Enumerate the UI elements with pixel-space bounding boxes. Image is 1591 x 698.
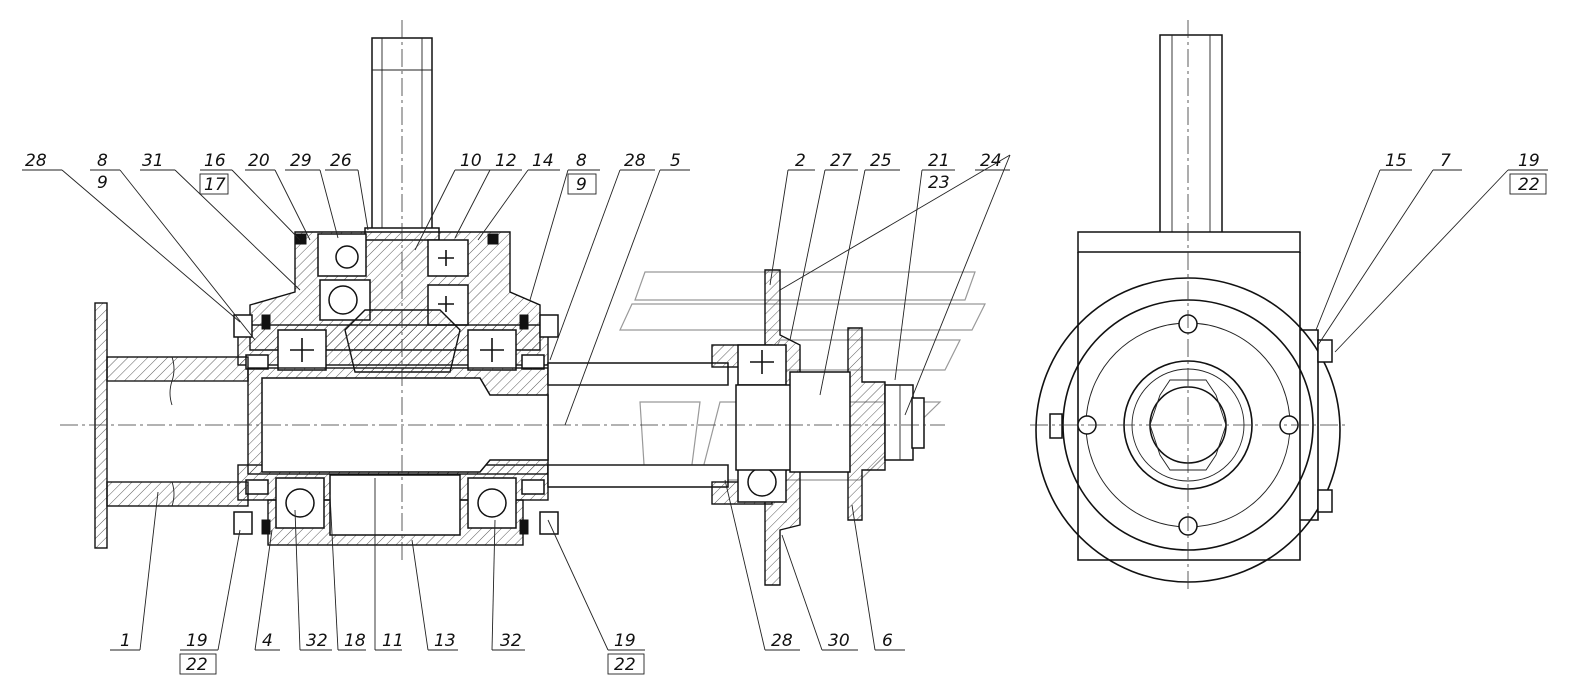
callout-17: 17 xyxy=(204,175,226,195)
end-view xyxy=(1030,20,1345,590)
callout-8-top-left: 8 xyxy=(97,151,108,171)
callout-32-right: 32 xyxy=(500,631,522,651)
section-view xyxy=(60,20,986,586)
callout-22-bottom-right: 22 xyxy=(614,655,636,675)
callout-22-end-view: 22 xyxy=(1518,175,1540,195)
callout-9-top-right: 9 xyxy=(576,175,587,195)
callout-15: 15 xyxy=(1385,151,1407,171)
callout-21: 21 xyxy=(928,151,950,171)
callout-32-left: 32 xyxy=(306,631,328,651)
hub-nut xyxy=(789,327,925,521)
callout-12: 12 xyxy=(495,151,517,171)
callout-30: 30 xyxy=(828,631,850,651)
callout-16: 16 xyxy=(204,151,226,171)
callout-5: 5 xyxy=(670,151,681,171)
callout-1: 1 xyxy=(120,631,131,651)
callout-22-bottom-left: 22 xyxy=(186,655,208,675)
callout-13: 13 xyxy=(434,631,456,651)
callout-10: 10 xyxy=(460,151,482,171)
tube-flange xyxy=(94,302,249,549)
callout-8-top-right: 8 xyxy=(576,151,587,171)
callout-11: 11 xyxy=(382,631,404,651)
callout-27: 27 xyxy=(830,151,852,171)
label-frames xyxy=(179,173,1547,675)
callout-29: 29 xyxy=(290,151,312,171)
callout-2: 2 xyxy=(795,151,806,171)
callout-14: 14 xyxy=(532,151,554,171)
callout-28-bottom: 28 xyxy=(771,631,793,651)
callout-7: 7 xyxy=(1440,151,1451,171)
output-shaft xyxy=(247,362,729,488)
callout-19-end-view: 19 xyxy=(1518,151,1540,171)
callout-19-bottom-left: 19 xyxy=(186,631,208,651)
callout-23: 23 xyxy=(928,173,950,193)
callout-28-top-right: 28 xyxy=(624,151,646,171)
callout-31: 31 xyxy=(142,151,164,171)
callout-labels: 28 8 9 31 16 17 20 29 26 10 12 14 8 9 28… xyxy=(25,151,1540,675)
callout-24: 24 xyxy=(980,151,1002,171)
callout-18: 18 xyxy=(344,631,366,651)
callout-28-top-left: 28 xyxy=(25,151,47,171)
callout-25: 25 xyxy=(870,151,892,171)
callout-9-top-left: 9 xyxy=(97,173,108,193)
bearings xyxy=(245,329,545,529)
callout-4: 4 xyxy=(262,631,273,651)
callout-26: 26 xyxy=(330,151,352,171)
leader-lines xyxy=(22,154,1548,651)
callout-6: 6 xyxy=(882,631,893,651)
callout-20: 20 xyxy=(248,151,270,171)
callout-19-bottom-right: 19 xyxy=(614,631,636,651)
